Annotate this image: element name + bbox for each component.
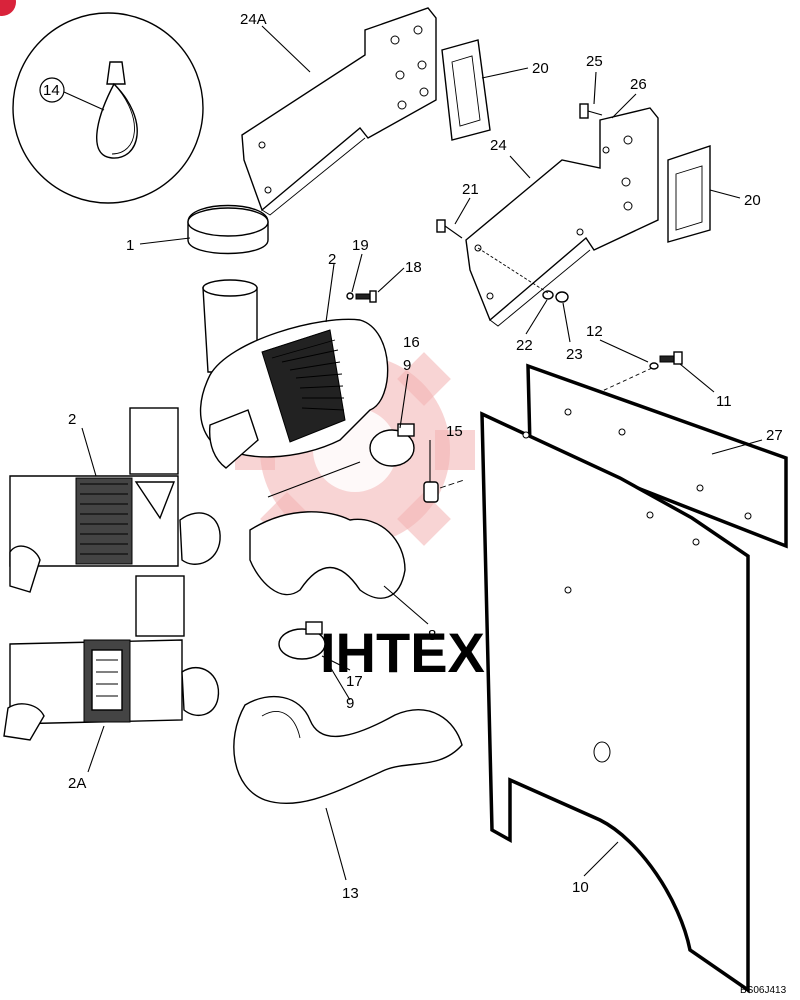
callout-20-right: 20 [744, 192, 761, 209]
callout-11: 11 [716, 393, 732, 410]
drawing-code: BS06J413 [740, 985, 787, 996]
panel-10 [480, 411, 750, 994]
callout-10: 10 [572, 879, 589, 896]
clip-15 [423, 479, 465, 503]
callout-17: 17 [346, 673, 363, 690]
callout-2A: 2A [68, 775, 86, 792]
callout-2-top: 2 [328, 251, 336, 268]
callout-15: 15 [446, 423, 463, 440]
callout-18: 18 [405, 259, 422, 276]
watermark-text: IHTEX [320, 621, 485, 684]
callout-24: 24 [490, 137, 507, 154]
callout-12: 12 [586, 323, 603, 340]
gasket-20-top [441, 39, 491, 141]
callout-21: 21 [462, 181, 479, 198]
callout-26: 26 [630, 76, 647, 93]
clamp-17 [278, 621, 326, 660]
hose-13 [233, 695, 463, 805]
callout-labels: 14 24A 20 25 26 24 20 21 1 19 2 18 22 23… [43, 11, 787, 996]
callout-22: 22 [516, 337, 533, 354]
callout-19: 19 [352, 237, 369, 254]
callout-14: 14 [43, 82, 60, 99]
callout-9-top: 9 [403, 357, 411, 374]
callout-27: 27 [766, 427, 783, 444]
callout-20-top: 20 [532, 60, 549, 77]
corner-mark-icon [0, 0, 16, 16]
callout-24A: 24A [240, 11, 267, 28]
washer-nut-22-23 [477, 247, 569, 303]
bracket-24 [465, 107, 659, 327]
air-cleaner-2-side [9, 407, 221, 593]
screw-18-19 [346, 290, 377, 303]
gasket-20-right [667, 145, 711, 243]
callout-1: 1 [126, 237, 134, 254]
bolt-11 [599, 351, 683, 393]
callout-2-side: 2 [68, 411, 76, 428]
air-cleaner-2A [3, 575, 220, 741]
callout-23: 23 [566, 346, 583, 363]
callout-9-bottom: 9 [346, 695, 354, 712]
clamp-16 [369, 423, 415, 467]
rain-cap-1 [187, 204, 269, 255]
callout-8: 8 [428, 627, 436, 644]
bolt-21 [436, 219, 463, 239]
air-cleaner-2 [199, 279, 389, 469]
hose-8 [249, 461, 406, 599]
leader-lines [81, 25, 763, 881]
callout-13: 13 [342, 885, 359, 902]
callout-25: 25 [586, 53, 603, 70]
callout-16: 16 [403, 334, 420, 351]
bracket-24A [241, 7, 437, 216]
detail-circle-cable-tie [12, 12, 204, 204]
panel-27 [526, 363, 788, 549]
